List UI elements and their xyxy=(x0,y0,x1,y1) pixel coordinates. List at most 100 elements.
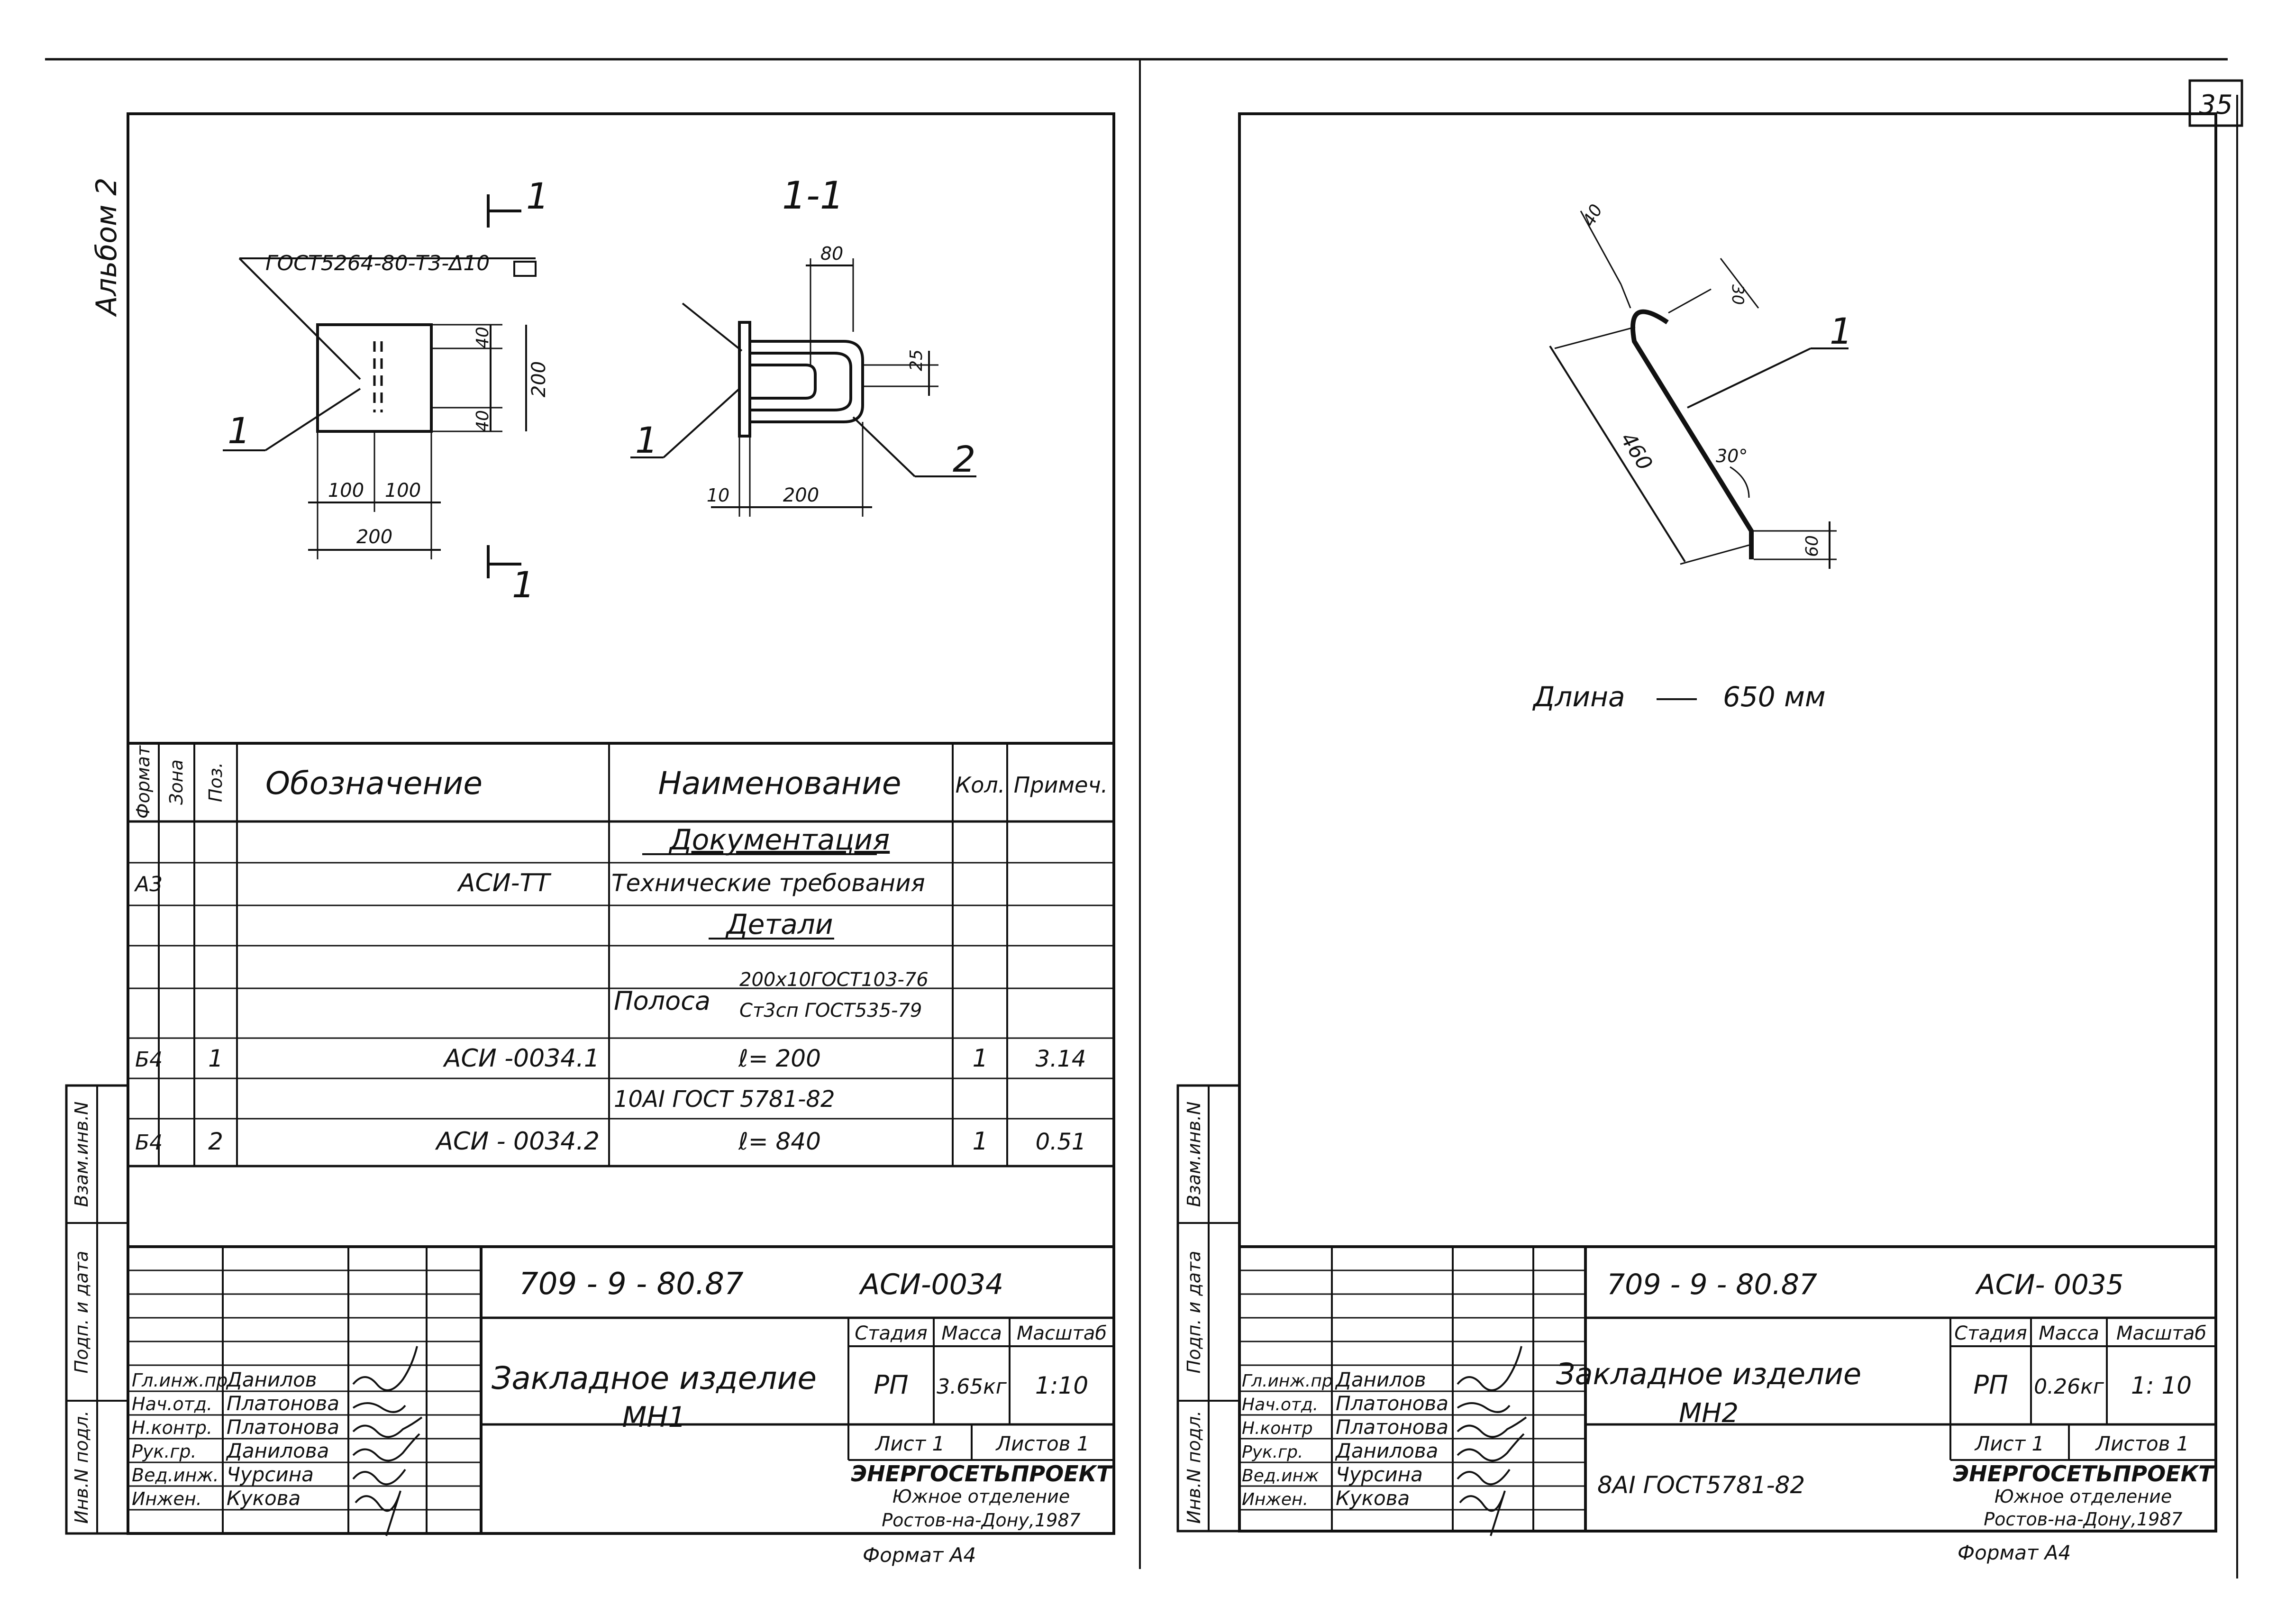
left-mass-label: Масса xyxy=(941,1323,1002,1344)
stamp-replace-inv: Взам.инв.N xyxy=(71,1102,92,1207)
left-mass: 3.65кг xyxy=(937,1375,1007,1399)
length-value: 650 мм xyxy=(1723,681,1826,713)
spec-row-5-note: 3.14 xyxy=(1036,1046,1086,1072)
left-signer-role-5: Вед.инж. xyxy=(132,1465,219,1486)
left-sheet-frame xyxy=(127,112,1115,1535)
left-signer-role-3: Н.контр. xyxy=(132,1417,212,1438)
spec-header-pos: Поз. xyxy=(205,762,226,802)
right-signer-name-3: Платонова xyxy=(1336,1415,1448,1439)
right-signer-role-1: Гл.инж.пр xyxy=(1242,1371,1333,1391)
right-signer-role-3: Н.контр xyxy=(1242,1419,1313,1438)
left-signer-role-6: Инжен. xyxy=(132,1488,202,1509)
left-signer-name-6: Кукова xyxy=(227,1487,301,1510)
section-mark-bottom: 1 xyxy=(512,564,535,606)
spec-row-7-name: ℓ= 840 xyxy=(738,1128,821,1155)
left-stage-label: Стадия xyxy=(855,1323,927,1344)
left-signer-name-2: Платонова xyxy=(227,1392,339,1415)
right-project-code: 709 - 9 - 80.87 xyxy=(1607,1268,1817,1301)
right-side-stamps: Инв.N подл. Подп. и дата Взам.инв.N xyxy=(1176,1084,1241,1533)
left-scale-label: Масштаб xyxy=(1017,1323,1107,1344)
dim-plan-40-top: 40 xyxy=(473,327,492,348)
spec-row-7-code: АСИ - 0034.2 xyxy=(435,1127,600,1156)
stamp-sign-date-right: Подп. и дата xyxy=(1184,1251,1204,1374)
right-title-block: Гл.инж.пр Данилов Нач.отд. Платонова Н.к… xyxy=(1239,1245,2216,1564)
signature xyxy=(355,1490,401,1536)
spec-row-2-format: А3 xyxy=(134,872,163,896)
dim-section-10: 10 xyxy=(707,485,729,506)
stamp-inv-number: Инв.N подл. xyxy=(71,1411,92,1524)
dim-bar-30: 30 xyxy=(1728,284,1747,305)
spec-row-7-pos: 2 xyxy=(208,1128,223,1155)
left-signer-name-4: Данилова xyxy=(226,1439,329,1462)
spec-row-4-name-line2: Ст3сп ГОСТ535-79 xyxy=(739,1000,922,1022)
spec-row-7-qty: 1 xyxy=(972,1127,988,1156)
signature xyxy=(1457,1433,1525,1462)
right-scale: 1: 10 xyxy=(2131,1372,2192,1399)
signature xyxy=(352,1469,406,1486)
signature xyxy=(1457,1402,1511,1413)
angle-label: 30° xyxy=(1716,446,1748,466)
signature xyxy=(1457,1416,1527,1438)
left-format: Формат А4 xyxy=(863,1543,976,1567)
right-scale-label: Масштаб xyxy=(2116,1323,2206,1344)
signature xyxy=(1459,1490,1506,1536)
spec-header-zone: Зона xyxy=(166,759,187,805)
spec-row-5-code: АСИ -0034.1 xyxy=(443,1044,600,1073)
spec-row-5-pos: 1 xyxy=(208,1045,223,1072)
dim-section-80: 80 xyxy=(820,243,843,264)
bent-bar-drawing: 460 40 30 1 30° 60 Длина 650 мм xyxy=(1532,201,1852,713)
spec-header-name: Наименование xyxy=(658,765,902,802)
left-signer-name-3: Платонова xyxy=(227,1415,339,1439)
left-org-line3: Ростов-на-Дону,1987 xyxy=(882,1510,1080,1531)
spec-header-qty: Кол. xyxy=(956,772,1005,798)
dim-bar-40: 40 xyxy=(1579,201,1607,230)
left-doc-code: АСИ-0034 xyxy=(858,1268,1003,1301)
stamp-sign-date: Подп. и дата xyxy=(71,1251,92,1374)
section-title: 1-1 xyxy=(782,173,844,218)
spec-row-details-heading: Детали xyxy=(725,908,833,940)
right-sheet-count: Листов 1 xyxy=(2095,1432,2189,1455)
spec-header-format: Формат xyxy=(133,745,154,819)
right-mass-label: Масса xyxy=(2039,1323,2099,1344)
dim-bar-60: 60 xyxy=(1803,535,1822,557)
spec-row-4-name-line1: 200x10ГОСТ103-76 xyxy=(739,969,929,991)
right-doc-code: АСИ- 0035 xyxy=(1975,1268,2124,1301)
left-scale: 1:10 xyxy=(1035,1372,1088,1399)
right-signer-role-5: Вед.инж xyxy=(1242,1466,1319,1486)
dim-plan-100-left: 100 xyxy=(328,480,364,502)
left-item-mark: МН1 xyxy=(622,1401,686,1434)
signature xyxy=(352,1346,418,1391)
left-item-title: Закладное изделие xyxy=(492,1360,817,1396)
left-plan-view: 1 ГОСТ5264-80-Т3-Δ10 1 40 200 40 xyxy=(223,175,550,606)
signature xyxy=(1457,1469,1511,1486)
callout-1-section: 1 xyxy=(635,419,658,461)
right-signer-role-4: Рук.гр. xyxy=(1242,1442,1303,1462)
right-item-title: Закладное изделие xyxy=(1556,1357,1861,1391)
left-stage: РП xyxy=(874,1370,908,1400)
right-signer-role-2: Нач.отд. xyxy=(1242,1395,1318,1414)
left-signer-name-1: Данилов xyxy=(226,1368,317,1391)
spec-row-5-name: ℓ= 200 xyxy=(738,1045,821,1072)
signature xyxy=(352,1416,423,1438)
spec-row-4-name: Полоса xyxy=(614,986,710,1016)
left-sheet-number: Лист 1 xyxy=(874,1432,945,1455)
spec-row-2-name: Технические требования xyxy=(611,869,925,897)
spec-row-5-qty: 1 xyxy=(972,1044,988,1073)
weld-note: ГОСТ5264-80-Т3-Δ10 xyxy=(265,251,490,275)
right-material: 8АI ГОСТ5781-82 xyxy=(1597,1471,1805,1499)
left-signer-name-5: Чурсина xyxy=(227,1463,314,1486)
section-mark-top: 1 xyxy=(526,175,549,217)
right-sheet: 460 40 30 1 30° 60 Длина 650 мм xyxy=(1176,112,2217,1564)
left-side-stamps: Инв.N подл. Подп. и дата Взам.инв.N xyxy=(65,1084,129,1535)
length-label: Длина xyxy=(1532,681,1625,713)
right-signer-name-2: Платонова xyxy=(1336,1392,1448,1415)
dim-plan-200-horiz: 200 xyxy=(356,526,392,548)
dim-section-200: 200 xyxy=(783,484,819,506)
dim-section-25: 25 xyxy=(907,349,926,371)
left-signer-role-4: Рук.гр. xyxy=(132,1441,197,1462)
right-sheet-frame xyxy=(1238,112,2217,1533)
dim-plan-40-bottom: 40 xyxy=(473,410,492,432)
left-signer-role-2: Нач.отд. xyxy=(132,1394,212,1414)
right-signer-name-1: Данилов xyxy=(1335,1368,1426,1391)
signature xyxy=(1457,1346,1522,1391)
